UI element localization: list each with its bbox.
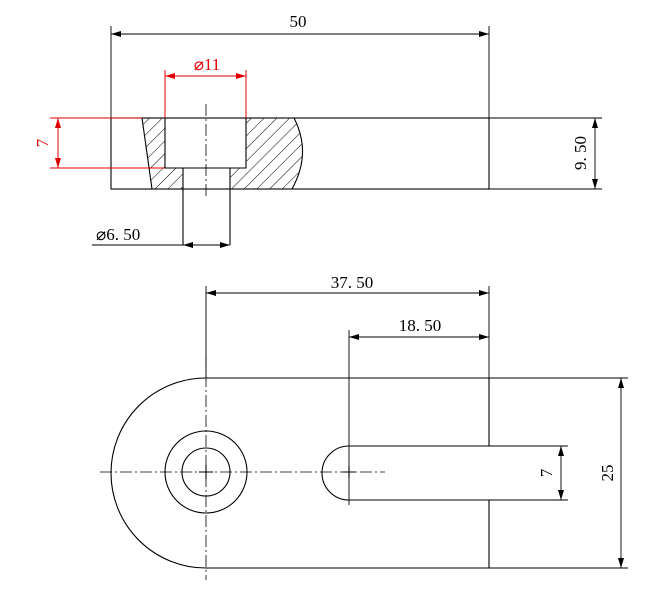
dim-hole-diameter: ⌀6. 50 [96, 225, 140, 244]
hatch-right-wall [230, 118, 303, 189]
dim-counterbore-depth: 7 [33, 138, 52, 147]
section-view: 50 ⌀11 7 9. 50 ⌀6. 50 [33, 12, 602, 248]
section-outline [110, 117, 490, 190]
dim-slot-center-to-end: 18. 50 [399, 316, 442, 335]
dim-counterbore-diameter: ⌀11 [194, 55, 221, 74]
break-line-right [291, 117, 304, 190]
plan-view: 37. 50 18. 50 7 25 [100, 273, 628, 580]
dim-width: 25 [598, 465, 617, 482]
break-line-left [141, 117, 153, 190]
dim-center-to-end: 37. 50 [331, 273, 374, 292]
counterbore-outline [164, 118, 247, 169]
dim-thickness: 9. 50 [571, 136, 590, 170]
dim-overall-length: 50 [290, 12, 307, 31]
hatch-left-wall [142, 118, 183, 189]
slot-outline [321, 445, 489, 501]
plan-outline [110, 377, 490, 569]
dim-slot-width: 7 [537, 468, 556, 477]
through-hole-outline [182, 168, 231, 245]
